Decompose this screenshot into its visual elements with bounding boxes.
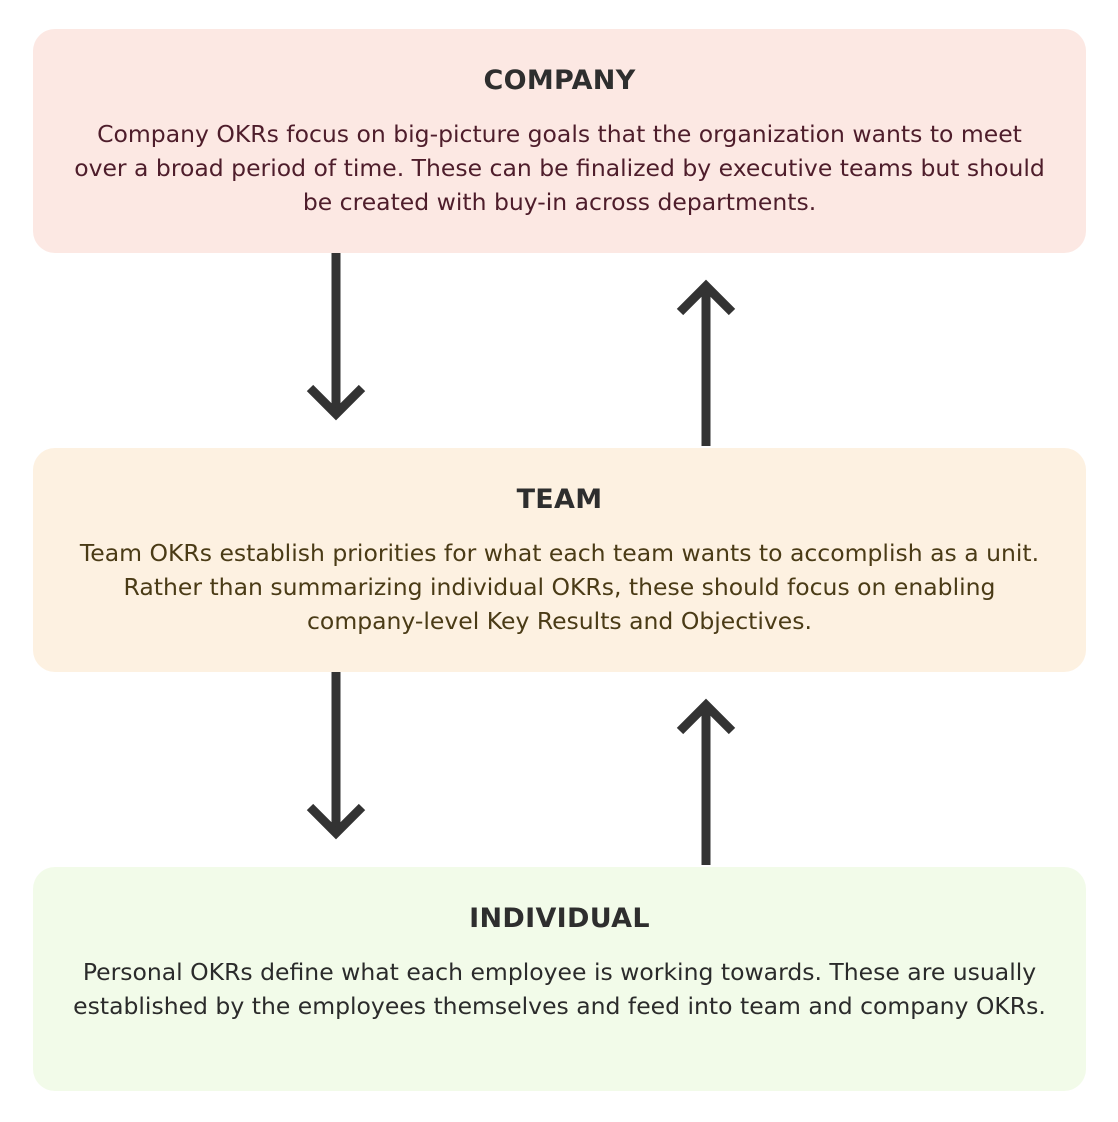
team-title: TEAM bbox=[516, 484, 603, 515]
company-title: COMPANY bbox=[483, 65, 636, 96]
arrow-team-to-individual bbox=[306, 672, 366, 840]
arrow-individual-to-team bbox=[676, 698, 736, 865]
individual-box: INDIVIDUAL Personal OKRs define what eac… bbox=[33, 867, 1086, 1091]
arrow-team-to-company bbox=[676, 279, 736, 446]
company-box: COMPANY Company OKRs focus on big-pictur… bbox=[33, 29, 1086, 253]
team-box: TEAM Team OKRs establish priorities for … bbox=[33, 448, 1086, 672]
individual-description: Personal OKRs define what each employee … bbox=[73, 958, 1046, 1020]
company-description: Company OKRs focus on big-picture goals … bbox=[74, 120, 1045, 216]
arrow-company-to-team bbox=[306, 253, 366, 421]
individual-title: INDIVIDUAL bbox=[469, 903, 650, 934]
team-description: Team OKRs establish priorities for what … bbox=[79, 539, 1040, 635]
